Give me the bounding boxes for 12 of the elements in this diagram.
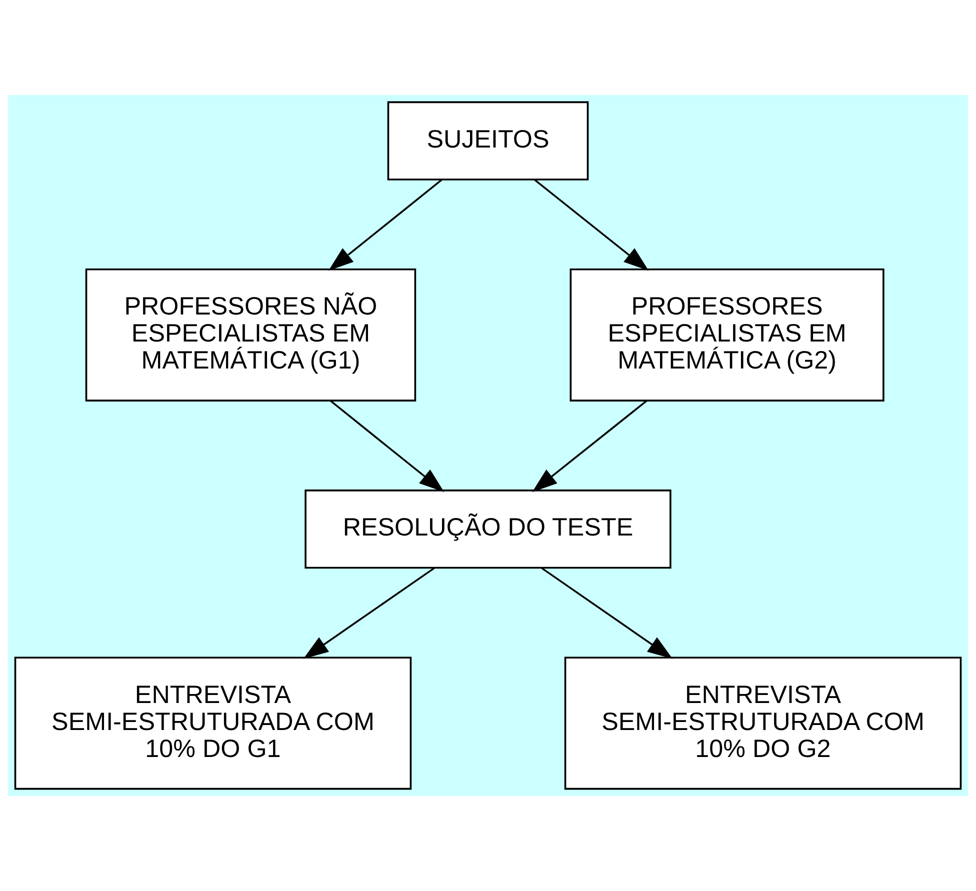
- arrow: [328, 179, 442, 271]
- node-box: SUJEITOS: [387, 101, 589, 180]
- node-box: PROFESSORES NÃO ESPECIALISTAS EM MATEMÁTICA (G1): [85, 268, 416, 402]
- arrow: [303, 567, 435, 659]
- arrow: [330, 400, 444, 492]
- node-box: ENTREVISTA SEMI-ESTRUTURADA COM 10% DO G2: [564, 656, 962, 790]
- node-box: ENTREVISTA SEMI-ESTRUTURADA COM 10% DO G1: [14, 656, 412, 790]
- arrow: [532, 400, 648, 492]
- arrow: [534, 179, 649, 271]
- node-box: PROFESSORES ESPECIALISTAS EM MATEMÁTICA (G2): [570, 268, 884, 402]
- arrow: [541, 567, 673, 659]
- node-box: RESOLUÇÃO DO TESTE: [304, 490, 672, 569]
